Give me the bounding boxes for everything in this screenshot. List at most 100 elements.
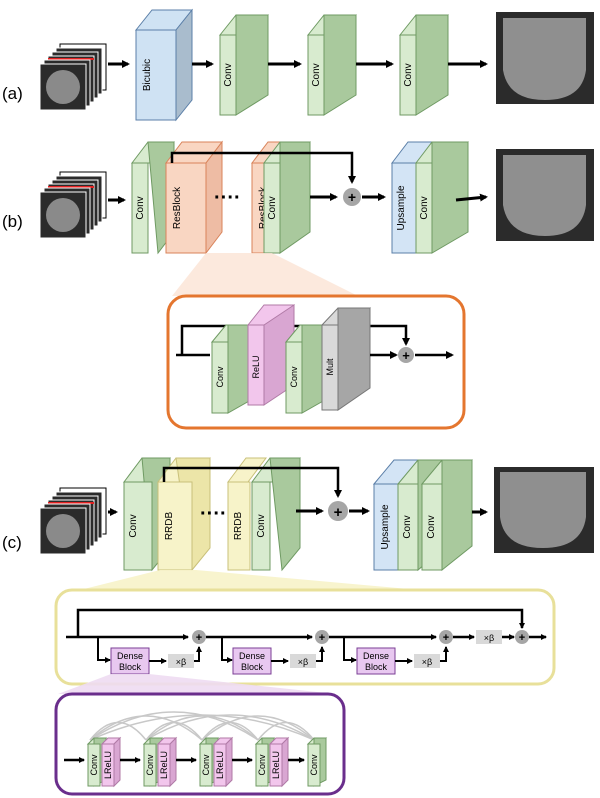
beta-scale: ×β: [290, 654, 316, 668]
block-label: LReLU: [271, 751, 281, 779]
block-conv: Conv: [262, 141, 312, 254]
block-label: Conv: [403, 63, 414, 86]
block-label: Conv: [419, 196, 430, 219]
svg-text:Dense: Dense: [239, 651, 265, 661]
row-b-output-image: [496, 149, 594, 241]
block-label: Conv: [309, 754, 319, 776]
block-label: Conv: [257, 754, 267, 776]
block-upsample: Upsample: [390, 141, 438, 254]
arrow: [440, 646, 449, 662]
block-label: Bicubic: [142, 59, 153, 91]
beta-scale: ×β: [168, 654, 194, 668]
block-label: Conv: [267, 196, 278, 219]
zoom-wedge: [172, 253, 358, 296]
row-a-label: (a): [2, 84, 23, 103]
svg-text:+: +: [519, 632, 525, 644]
skip-connection: [76, 608, 525, 637]
block-label: Conv: [426, 515, 437, 538]
block-label: Conv: [223, 63, 234, 86]
svg-text:×β: ×β: [298, 657, 308, 667]
block-label: Conv: [289, 366, 299, 388]
block-label: Conv: [215, 366, 225, 388]
svg-text:+: +: [196, 632, 202, 644]
arrow: [316, 646, 325, 662]
block-rrdb: RRDB: [157, 457, 211, 572]
block-lrelu: LReLU: [268, 736, 290, 788]
block-conv: Conv: [414, 141, 470, 254]
svg-text:Block: Block: [119, 662, 142, 672]
sum-node: +: [328, 501, 348, 521]
row-a-output-image: [496, 12, 594, 104]
block-label: LReLU: [103, 751, 113, 779]
zoom-wedge: [58, 674, 336, 694]
dense-block: Dense Block: [356, 647, 396, 675]
block-bicubic: Bicubic: [134, 8, 194, 122]
row-b-input-stack: [39, 171, 107, 239]
dense-block-detail-panel: Conv LReLU Conv LReLU Conv: [54, 692, 346, 796]
block-conv: Conv: [251, 457, 301, 572]
block-conv: Conv: [218, 14, 270, 116]
block-lrelu: LReLU: [156, 736, 178, 788]
block-lrelu: LReLU: [100, 736, 122, 788]
sum-node: +: [343, 188, 361, 206]
block-label: Mult: [325, 358, 335, 376]
arrow: [343, 637, 357, 663]
block-label: LReLU: [215, 751, 225, 779]
row-c-output-image: [494, 467, 594, 553]
block-mult: Mult: [320, 307, 372, 411]
arrow: [221, 637, 233, 663]
block-label: Conv: [89, 754, 99, 776]
block-conv: Conv: [306, 737, 328, 787]
ellipsis: ····: [200, 503, 227, 525]
block-label: RRDB: [233, 512, 244, 541]
arrow: [194, 646, 202, 662]
block-label: LReLU: [159, 751, 169, 779]
svg-text:+: +: [443, 632, 449, 644]
sum-node: +: [192, 630, 206, 644]
dense-connections: [89, 711, 315, 741]
arrow: [455, 193, 488, 202]
svg-text:+: +: [348, 189, 356, 205]
block-label: Conv: [256, 514, 267, 537]
svg-text:Block: Block: [365, 662, 388, 672]
block-label: Conv: [128, 514, 139, 537]
row-a-input-stack: [39, 43, 107, 111]
block-conv: Conv: [420, 459, 474, 572]
block-label: Conv: [311, 63, 322, 86]
beta-scale: ×β: [476, 630, 502, 644]
svg-text:+: +: [319, 632, 325, 644]
row-c-input-stack: [39, 487, 107, 555]
row-c-label: (c): [2, 533, 22, 552]
sum-node: +: [439, 630, 453, 644]
block-label: Conv: [201, 754, 211, 776]
block-label: Conv: [145, 754, 155, 776]
svg-text:+: +: [402, 348, 410, 363]
svg-text:Block: Block: [241, 662, 264, 672]
block-label: ReLU: [251, 355, 261, 378]
block-label: Upsample: [396, 185, 407, 230]
skip-connection: [170, 151, 356, 184]
row-b-label: (b): [2, 212, 23, 231]
block-conv: Conv: [398, 14, 450, 116]
block-label: ResBlock: [172, 186, 183, 229]
block-label: Upsample: [380, 504, 391, 549]
beta-scale: ×β: [414, 654, 440, 668]
svg-text:Dense: Dense: [363, 651, 389, 661]
block-label: Conv: [135, 196, 146, 219]
dense-block: Dense Block: [232, 647, 272, 675]
block-lrelu: LReLU: [212, 736, 234, 788]
svg-text:+: +: [334, 504, 343, 521]
rrdb-detail-panel: Dense Block ×β + Dense Block ×β +: [54, 588, 556, 686]
block-label: Conv: [402, 515, 413, 538]
sum-node: +: [315, 630, 329, 644]
svg-text:×β: ×β: [484, 633, 494, 643]
sum-node: +: [515, 630, 529, 644]
ellipsis: ····: [214, 187, 241, 209]
dense-block: Dense Block: [110, 647, 150, 675]
block-conv: Conv: [86, 737, 108, 787]
block-label: RRDB: [164, 512, 175, 541]
block-rrdb: RRDB: [227, 457, 267, 571]
arrow: [97, 637, 111, 663]
block-conv: Conv: [306, 14, 358, 116]
